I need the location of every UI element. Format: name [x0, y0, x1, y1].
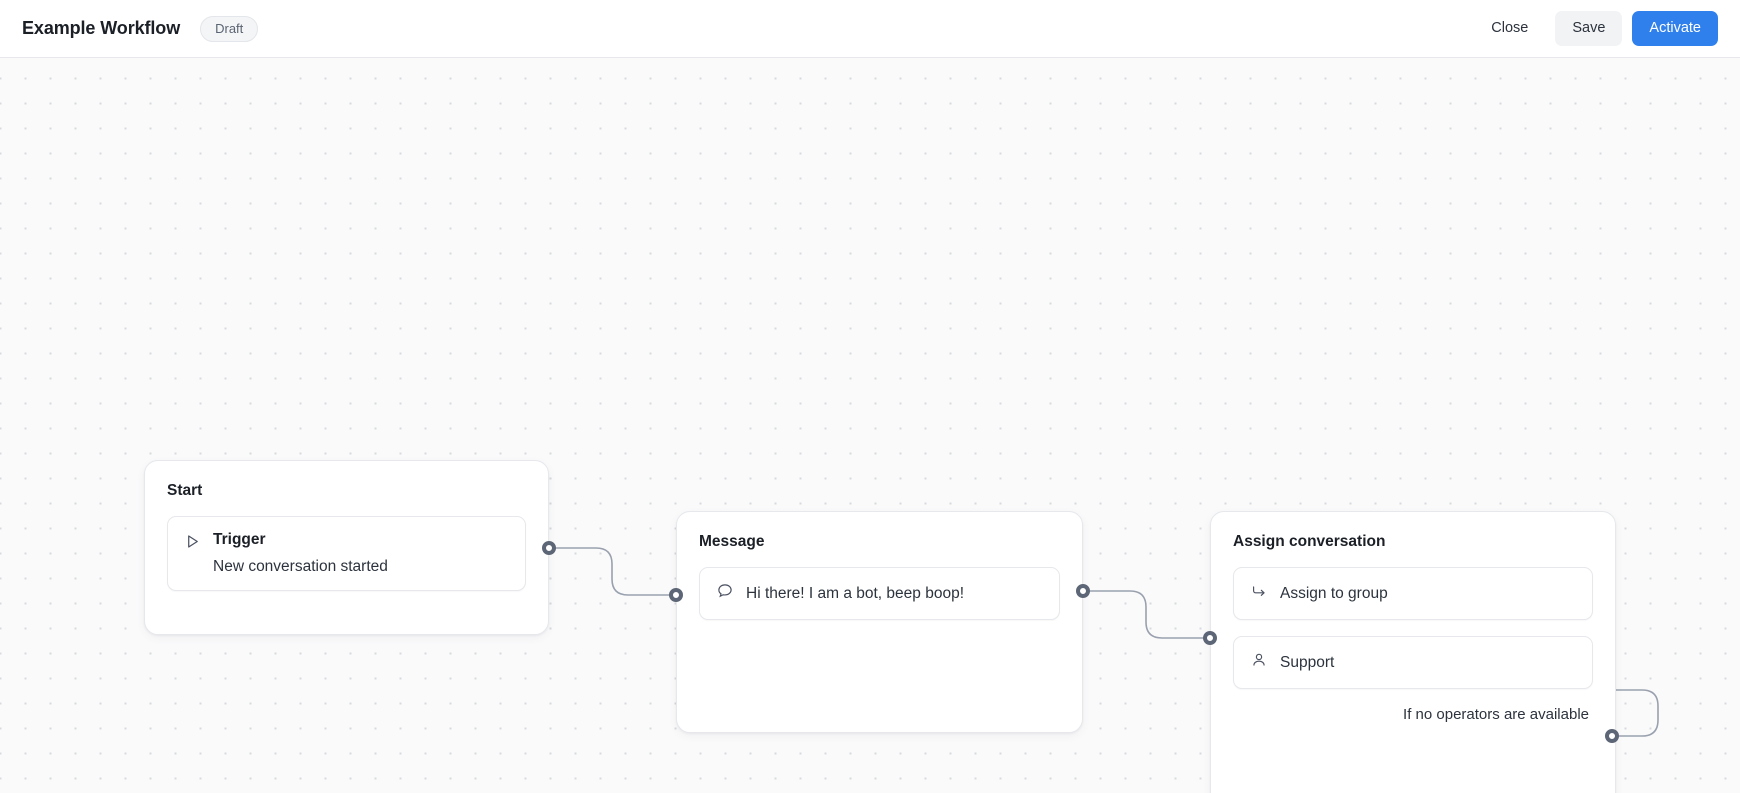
trigger-text: Trigger New conversation started: [213, 531, 388, 576]
assign-fallback-label: If no operators are available: [1403, 706, 1589, 723]
close-button[interactable]: Close: [1474, 11, 1545, 46]
handle-message-input[interactable]: [669, 588, 683, 602]
status-badge: Draft: [200, 15, 259, 42]
handle-assign-input[interactable]: [1203, 631, 1217, 645]
assign-group-label: Support: [1280, 653, 1335, 671]
node-message[interactable]: Message Hi there! I am a bot, beep boop!: [676, 511, 1083, 733]
save-button[interactable]: Save: [1555, 10, 1623, 47]
assign-to-group-label: Assign to group: [1280, 584, 1388, 602]
edge-message-to-assign: [1083, 590, 1210, 639]
trigger-value: New conversation started: [213, 558, 388, 575]
header-actions: Close Save Activate: [1474, 10, 1718, 47]
node-start-title: Start: [167, 482, 203, 499]
trigger-label: Trigger: [213, 531, 266, 548]
activate-button[interactable]: Activate: [1632, 10, 1718, 47]
node-assign-conversation[interactable]: Assign conversation Assign to group Supp…: [1210, 511, 1616, 793]
handle-start-output[interactable]: [542, 541, 556, 555]
message-bubble-card[interactable]: Hi there! I am a bot, beep boop!: [699, 567, 1060, 620]
assign-group-card[interactable]: Support: [1233, 636, 1593, 689]
app-header: Example Workflow Draft Close Save Activa…: [0, 0, 1740, 58]
handle-message-output[interactable]: [1076, 584, 1090, 598]
node-assign-title: Assign conversation: [1233, 533, 1386, 550]
speech-bubble-icon: [716, 582, 734, 605]
person-icon: [1250, 651, 1268, 674]
handle-assign-fallback-output[interactable]: [1605, 729, 1619, 743]
edge-start-to-message: [549, 547, 676, 596]
node-message-title: Message: [699, 533, 765, 550]
page-title: Example Workflow: [22, 18, 181, 38]
assign-to-group-card[interactable]: Assign to group: [1233, 567, 1593, 620]
message-text: Hi there! I am a bot, beep boop!: [746, 584, 964, 602]
workflow-canvas[interactable]: Start Trigger New conversation started M…: [0, 58, 1740, 793]
trigger-card[interactable]: Trigger New conversation started: [167, 516, 526, 591]
node-start[interactable]: Start Trigger New conversation started: [144, 460, 549, 635]
edge-fallback-loop: [1612, 689, 1659, 737]
play-triangle-icon: [184, 533, 201, 555]
arrow-turn-icon: [1250, 582, 1268, 605]
